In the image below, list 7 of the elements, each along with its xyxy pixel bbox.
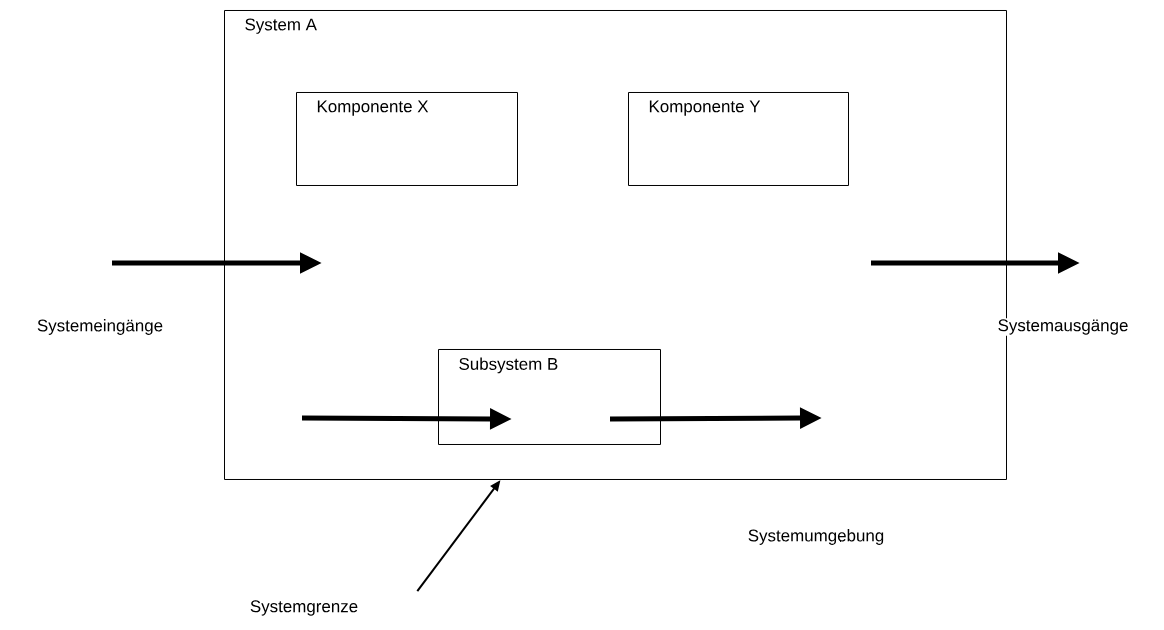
region-label: Systemausgänge [996, 318, 1130, 336]
subsystem-box: Subsystem B [438, 349, 661, 445]
region-label: Systemeingänge [35, 318, 165, 336]
component-box: Komponente Y [628, 92, 849, 186]
region-label: Systemumgebung [746, 528, 886, 546]
boundary-label: Systemgrenze [250, 600, 358, 616]
component-box: Komponente X [296, 92, 518, 186]
